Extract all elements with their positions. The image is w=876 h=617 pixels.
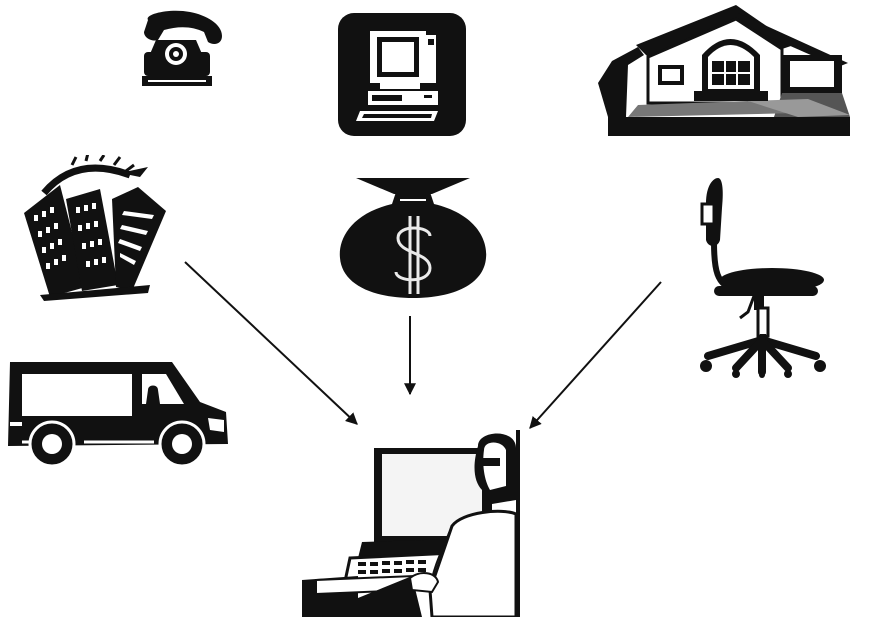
arrow-buildings-to-worker — [185, 262, 357, 424]
arrow-chair-to-worker — [530, 282, 661, 428]
person-at-computer-icon — [302, 430, 520, 617]
